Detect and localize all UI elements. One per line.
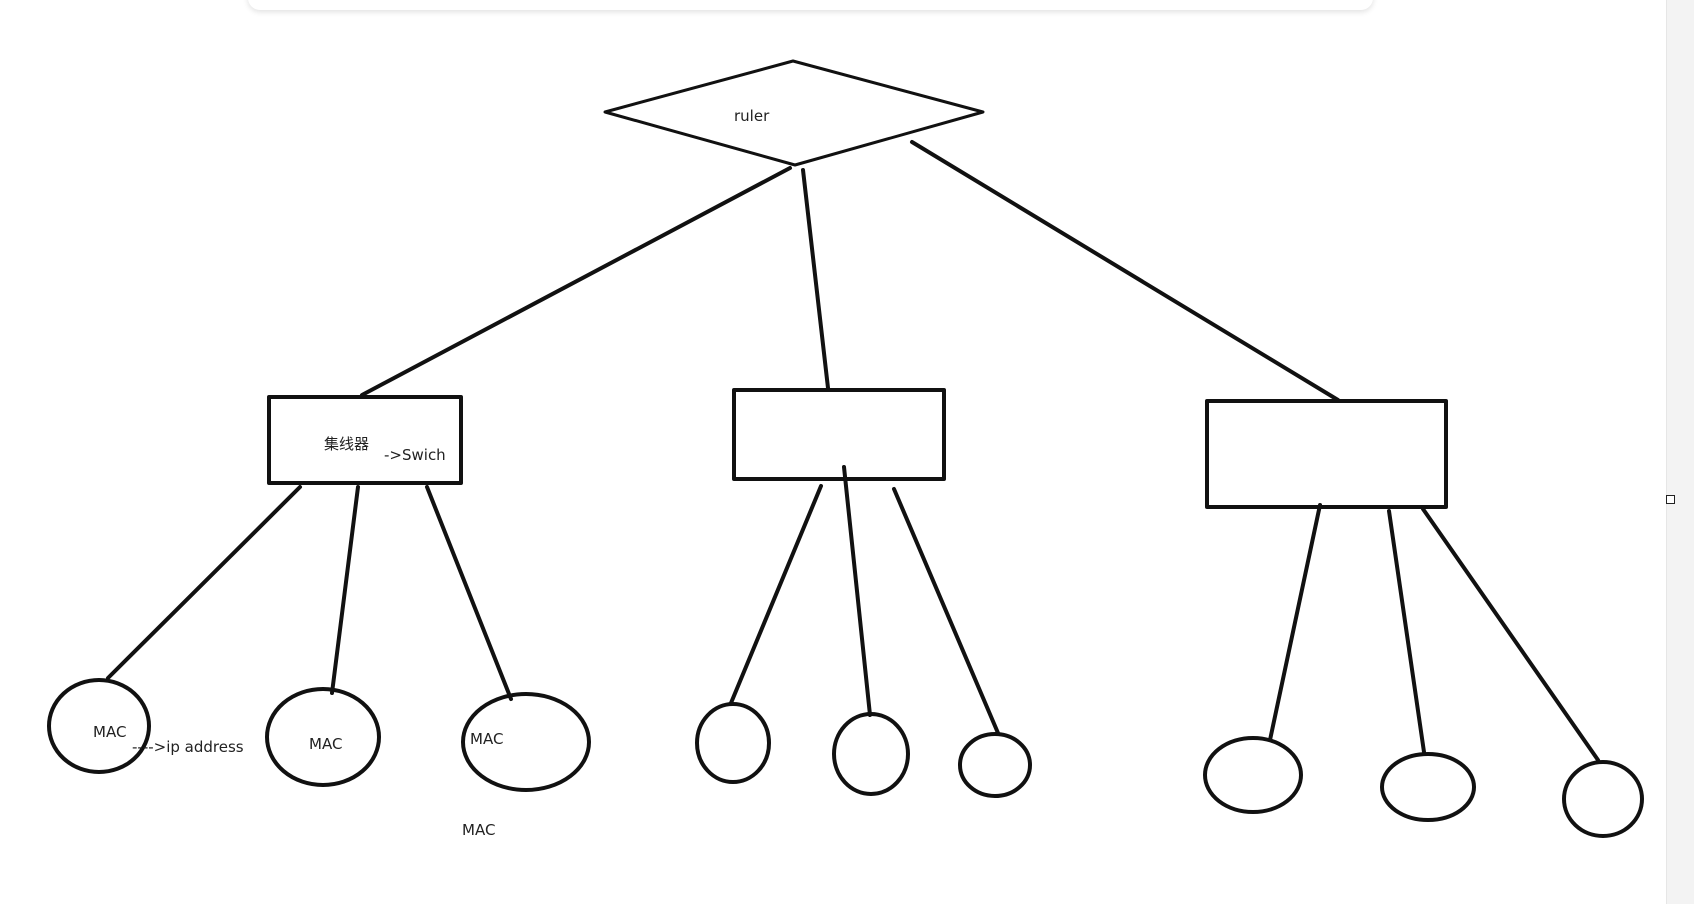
end-node-1-3[interactable]	[461, 692, 591, 792]
end-node-3-1[interactable]	[1203, 736, 1303, 814]
end-node-3-2[interactable]	[1380, 752, 1476, 822]
end-node-2-3[interactable]	[958, 732, 1032, 798]
link-switch-3-node-1	[1268, 503, 1322, 742]
link-switch-1-node-1	[106, 485, 302, 680]
link-root-switch-3	[910, 140, 1340, 402]
mac-label-4: MAC	[462, 821, 495, 839]
link-switch-3-node-2	[1387, 509, 1426, 754]
end-node-2-1[interactable]	[695, 702, 771, 784]
hub-arrow-label: ->Swich	[384, 446, 446, 464]
top-toolbar-panel	[248, 0, 1373, 10]
ruler-diamond[interactable]	[603, 59, 985, 167]
mac-label-1: MAC	[93, 723, 126, 741]
link-switch-1-node-3	[425, 485, 513, 701]
hub-label: 集线器	[324, 435, 369, 453]
resize-handle-icon[interactable]	[1666, 495, 1675, 504]
link-switch-2-node-1	[729, 484, 823, 705]
switch-box-3[interactable]	[1205, 399, 1448, 509]
end-node-2-2[interactable]	[832, 712, 910, 796]
end-node-1-2[interactable]	[265, 687, 381, 787]
link-root-switch-1	[360, 166, 792, 397]
end-node-1-1[interactable]	[47, 678, 151, 774]
switch-box-2[interactable]	[732, 388, 946, 481]
link-switch-2-node-2	[842, 465, 872, 717]
mac-label-2: MAC	[309, 735, 342, 753]
switch-box-1[interactable]	[267, 395, 463, 485]
root-label: ruler	[734, 107, 770, 125]
link-switch-1-node-2	[330, 485, 360, 695]
link-root-switch-2	[801, 168, 830, 390]
link-switch-2-node-3	[892, 487, 1000, 735]
end-node-3-3[interactable]	[1562, 760, 1644, 838]
mac-label-3: MAC	[470, 730, 503, 748]
link-switch-3-node-3	[1421, 507, 1600, 762]
ip-arrow-label: ---->ip address	[132, 738, 244, 756]
right-scroll-edge	[1666, 0, 1694, 904]
